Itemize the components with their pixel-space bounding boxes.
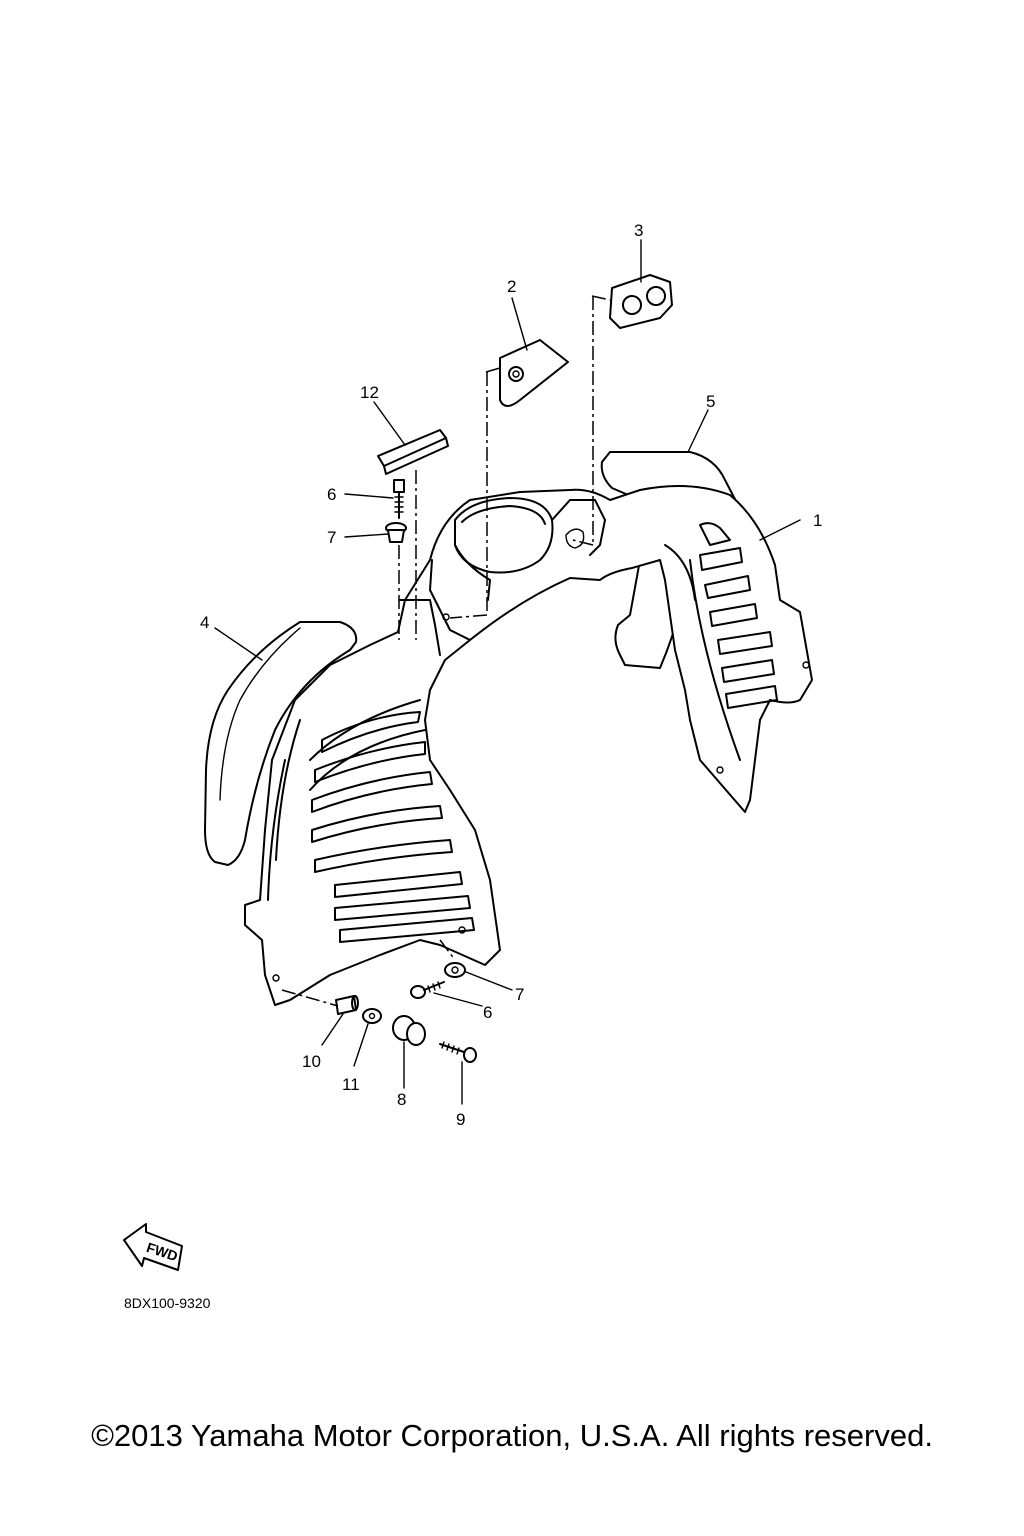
callout-6-upper: 6 <box>327 485 336 504</box>
part-9-bolt <box>439 1041 477 1063</box>
callout-9: 9 <box>456 1110 465 1129</box>
callout-6-lower: 6 <box>483 1003 492 1022</box>
callout-12: 12 <box>360 383 379 402</box>
part-3-plate <box>609 274 673 329</box>
callout-11: 11 <box>342 1075 360 1094</box>
part-2-bracket <box>499 339 569 407</box>
part-7-nut-lower <box>444 962 466 978</box>
fwd-arrow-icon: FWD <box>123 1223 183 1271</box>
part-6-screw-lower <box>410 981 445 999</box>
copyright-notice: ©2013 Yamaha Motor Corporation, U.S.A. A… <box>91 1418 933 1453</box>
callout-10: 10 <box>302 1052 321 1071</box>
part-4-side-panel <box>204 621 358 866</box>
part-12-strip <box>377 429 449 475</box>
callout-8: 8 <box>397 1090 406 1109</box>
part-6-screw-upper <box>393 479 405 519</box>
part-7-nut-upper <box>385 522 407 543</box>
part-1-inner-panel <box>244 485 813 1006</box>
callout-7-lower: 7 <box>515 985 524 1004</box>
callout-4: 4 <box>200 613 209 632</box>
part-11-washer <box>362 1008 382 1024</box>
assembly-lines <box>281 295 611 1007</box>
callout-3: 3 <box>634 221 643 240</box>
callout-7-upper: 7 <box>327 528 336 547</box>
leader-lines <box>214 239 801 1105</box>
diagram-code: 8DX100-9320 <box>124 1295 211 1311</box>
part-8-grommet <box>392 1015 426 1046</box>
part-10-collar <box>335 995 359 1015</box>
callout-2: 2 <box>507 277 516 296</box>
callout-1: 1 <box>813 511 822 530</box>
callout-5: 5 <box>706 392 715 411</box>
